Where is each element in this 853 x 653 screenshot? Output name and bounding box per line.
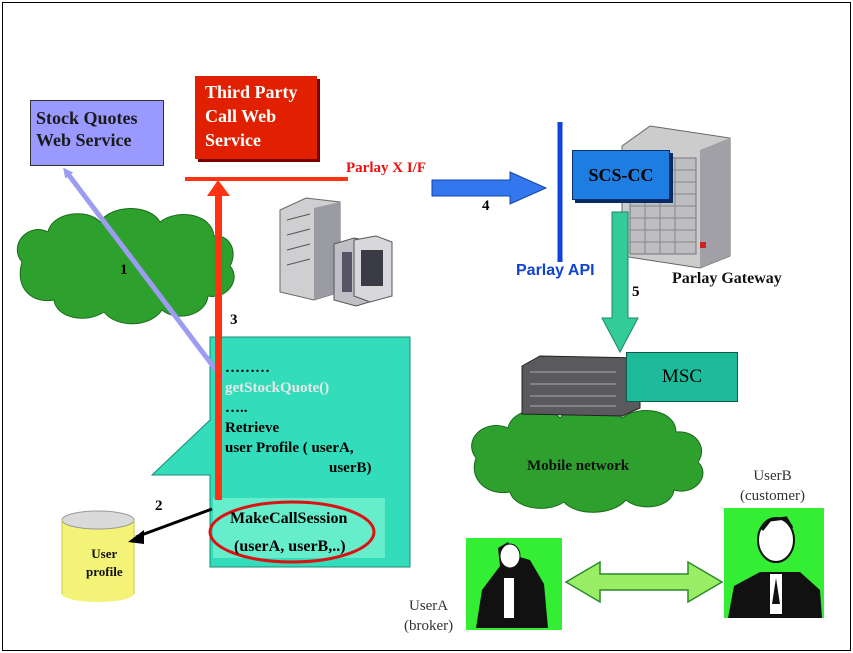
callout-code-text: ……… getStockQuote() ….. Retrieve user Pr… — [225, 358, 372, 478]
user-b-label: UserB (customer) — [740, 468, 805, 504]
user-b-customer-icon — [724, 508, 824, 618]
arrow-step-4 — [431, 171, 548, 205]
code-line-3: ….. — [225, 400, 248, 416]
make-call-line-2: (userA, userB,..) — [234, 538, 346, 555]
call-double-arrow — [564, 560, 724, 604]
code-line-6: userB) — [329, 460, 372, 476]
arrow-step-1 — [63, 167, 224, 380]
code-line-2: getStockQuote() — [225, 380, 330, 396]
code-line-4: Retrieve — [225, 420, 280, 436]
arrow-step-2 — [128, 507, 213, 544]
msc-equipment-icon — [521, 355, 641, 417]
left-cloud — [16, 208, 235, 325]
code-line-1: ……… — [225, 360, 270, 376]
user-a-label: UserA (broker) — [404, 598, 454, 634]
third-party-call-service-box: Third Party Call Web Service — [195, 76, 317, 159]
parlayx-if-label: Parlay X I/F — [346, 160, 426, 176]
third-party-label: Third Party Call Web Service — [205, 82, 298, 150]
make-call-line-1: MakeCallSession — [230, 510, 348, 527]
make-call-highlight — [208, 500, 376, 564]
step-4-label: 4 — [482, 198, 490, 214]
arrow-step-3 — [207, 180, 230, 500]
user-profile-database-icon — [61, 510, 135, 602]
make-call-session-text: MakeCallSession (userA, userB,..) — [220, 505, 347, 561]
stock-quotes-service-box: Stock Quotes Web Service — [30, 100, 164, 166]
server-rack-icon — [279, 197, 393, 307]
msc-label: MSC — [661, 366, 703, 387]
parlay-gateway-label: Parlay Gateway — [672, 270, 782, 287]
user-a-broker-icon — [466, 538, 562, 630]
scs-cc-box: SCS-CC — [572, 150, 670, 200]
code-line-5: user Profile ( userA, — [225, 440, 354, 456]
step-5-label: 5 — [632, 284, 640, 300]
scs-cc-label: SCS-CC — [588, 165, 654, 185]
step-3-label: 3 — [230, 312, 238, 328]
mobile-network-label: Mobile network — [527, 458, 630, 474]
user-profile-label: User profile — [86, 546, 123, 579]
stock-quotes-label: Stock Quotes Web Service — [36, 108, 138, 150]
parlay-api-label: Parlay API — [516, 262, 595, 279]
msc-box: MSC — [626, 352, 738, 402]
step-1-label: 1 — [120, 262, 128, 278]
arrow-step-5 — [601, 211, 639, 354]
step-2-label: 2 — [155, 498, 163, 514]
